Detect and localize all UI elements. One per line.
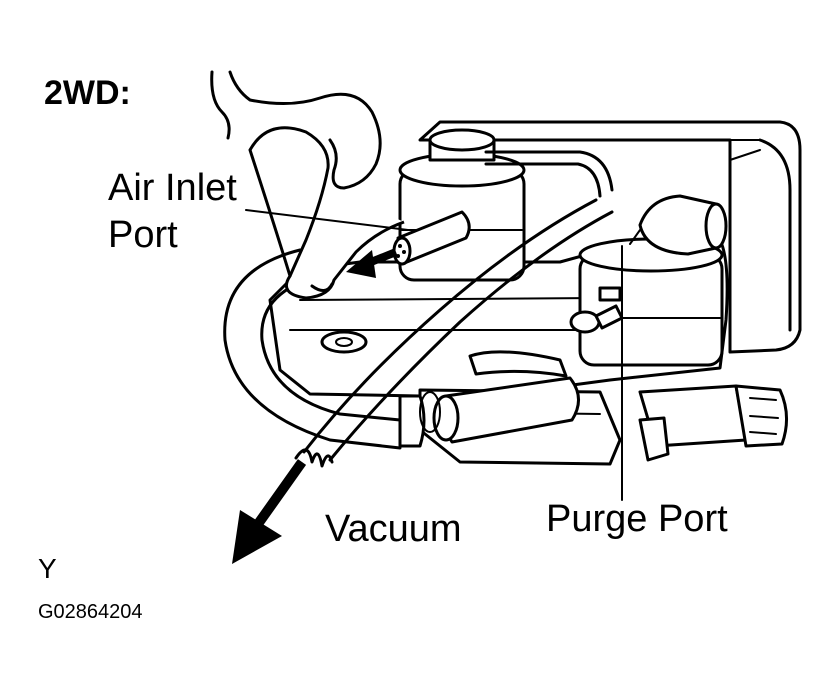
vacuum-arrow bbox=[232, 459, 307, 564]
diagram-title: 2WD: bbox=[44, 74, 131, 112]
hand-illustration bbox=[210, 70, 405, 300]
air-flow-arrow bbox=[346, 248, 398, 278]
electrical-connector bbox=[638, 384, 788, 462]
purge-port-label: Purge Port bbox=[546, 498, 728, 540]
short-hoses bbox=[398, 350, 580, 448]
view-letter: Y bbox=[38, 553, 57, 584]
air-inlet-label-line1: Air Inlet bbox=[108, 167, 237, 209]
purge-port-tip bbox=[629, 229, 641, 245]
cap-fitting bbox=[638, 194, 728, 256]
figure-code: G02864204 bbox=[38, 601, 143, 623]
vacuum-label: Vacuum bbox=[325, 508, 462, 550]
air-inlet-leader bbox=[245, 209, 409, 231]
air-inlet-label-line2: Port bbox=[108, 214, 178, 256]
vsv-right bbox=[569, 237, 724, 367]
air-inlet-pipe bbox=[392, 210, 471, 266]
upper-hose bbox=[484, 150, 614, 198]
vacuum-hose bbox=[294, 198, 614, 468]
